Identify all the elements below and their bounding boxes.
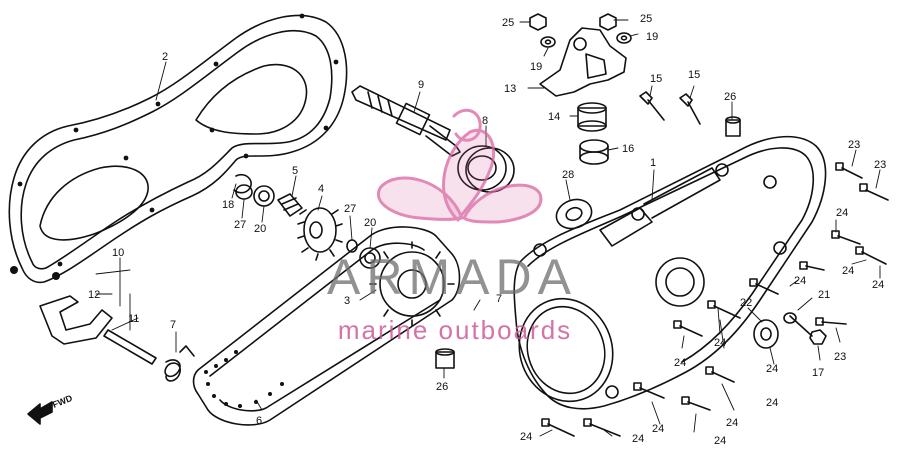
washer-part-20	[253, 185, 275, 207]
callout-20: 20	[364, 217, 376, 229]
bushing-part-14	[577, 102, 607, 132]
spring-part-7	[164, 345, 195, 382]
watermark-brand: ARMADA	[327, 249, 577, 305]
left-crankcase-cover-part-1	[513, 135, 827, 410]
callout-3: 3	[344, 295, 350, 307]
callout-19: 19	[646, 31, 658, 43]
callout-16: 16	[622, 143, 634, 155]
callout-13: 13	[504, 83, 516, 95]
oil-seal-part-8	[457, 145, 515, 193]
gasket-part-2	[8, 13, 348, 284]
callout-15: 15	[650, 73, 662, 85]
bolts-part-15	[639, 91, 701, 125]
callout-12: 12	[88, 289, 100, 301]
kickstarter-bracket-part-13	[539, 27, 627, 97]
spring-part-5	[277, 193, 303, 217]
leader-lines	[95, 19, 881, 437]
callout-2: 2	[162, 51, 168, 63]
bolt-part-17	[789, 315, 827, 345]
callout-25: 25	[640, 13, 652, 25]
callout-labels: 25 25 19 19 13 2 9 8 15 15 14 16 26 1 23…	[88, 13, 886, 447]
forward-direction-arrow: FWD	[27, 393, 74, 425]
fwd-label: FWD	[51, 393, 74, 410]
callout-6: 6	[256, 415, 262, 427]
callout-24: 24	[674, 357, 686, 369]
callout-8: 8	[482, 115, 488, 127]
callout-20: 20	[254, 223, 266, 235]
callout-28: 28	[562, 169, 574, 181]
callout-24: 24	[714, 337, 726, 349]
callout-27: 27	[234, 219, 246, 231]
callout-24: 24	[872, 279, 884, 291]
callout-24: 24	[714, 435, 726, 447]
callout-14: 14	[548, 111, 560, 123]
callout-24: 24	[842, 265, 854, 277]
bearing-part-28	[555, 198, 593, 230]
callout-26: 26	[436, 381, 448, 393]
callout-23: 23	[848, 139, 860, 151]
callout-24: 24	[794, 275, 806, 287]
drive-chain-part-6	[192, 226, 461, 426]
callout-4: 4	[318, 183, 324, 195]
washer-part-21	[783, 312, 797, 324]
callout-22: 22	[740, 297, 752, 309]
sprocket-part-4	[297, 207, 343, 261]
callout-24: 24	[520, 431, 532, 443]
callout-7: 7	[170, 319, 176, 331]
callout-18: 18	[222, 199, 234, 211]
callout-1: 1	[650, 157, 656, 169]
holder-part-12	[39, 295, 113, 345]
washers-part-19	[540, 32, 632, 48]
callout-5: 5	[292, 165, 298, 177]
callout-24: 24	[766, 397, 778, 409]
callout-21: 21	[818, 289, 830, 301]
callout-24: 24	[766, 363, 778, 375]
bolts-part-23	[815, 162, 889, 326]
callout-24: 24	[652, 423, 664, 435]
damper-part-22	[753, 319, 779, 349]
callout-24: 24	[632, 433, 644, 445]
nuts-part-25	[529, 13, 617, 31]
callout-24: 24	[726, 417, 738, 429]
drive-shaft-part-9	[351, 85, 461, 157]
callout-19: 19	[530, 61, 542, 73]
callout-23: 23	[874, 159, 886, 171]
collar-part-16	[579, 139, 609, 165]
callout-11: 11	[128, 313, 139, 325]
callout-25: 25	[502, 17, 514, 29]
callout-24: 24	[836, 207, 848, 219]
callout-17: 17	[812, 367, 824, 379]
callout-27: 27	[344, 203, 356, 215]
watermark-tagline: marine outboards	[337, 315, 573, 345]
washer-part-27	[235, 184, 253, 200]
callout-9: 9	[418, 79, 424, 91]
callout-23: 23	[834, 351, 846, 363]
dowel-pin-part-26-bottom	[435, 348, 455, 369]
callout-15: 15	[688, 69, 700, 81]
callout-7: 7	[496, 293, 502, 305]
circlip-part-18	[233, 173, 252, 194]
pin-part-11	[103, 329, 157, 365]
callout-26: 26	[724, 91, 736, 103]
callout-10: 10	[112, 247, 124, 259]
armada-logo-mark	[376, 108, 543, 224]
dowel-pin-part-26-top	[725, 116, 741, 137]
